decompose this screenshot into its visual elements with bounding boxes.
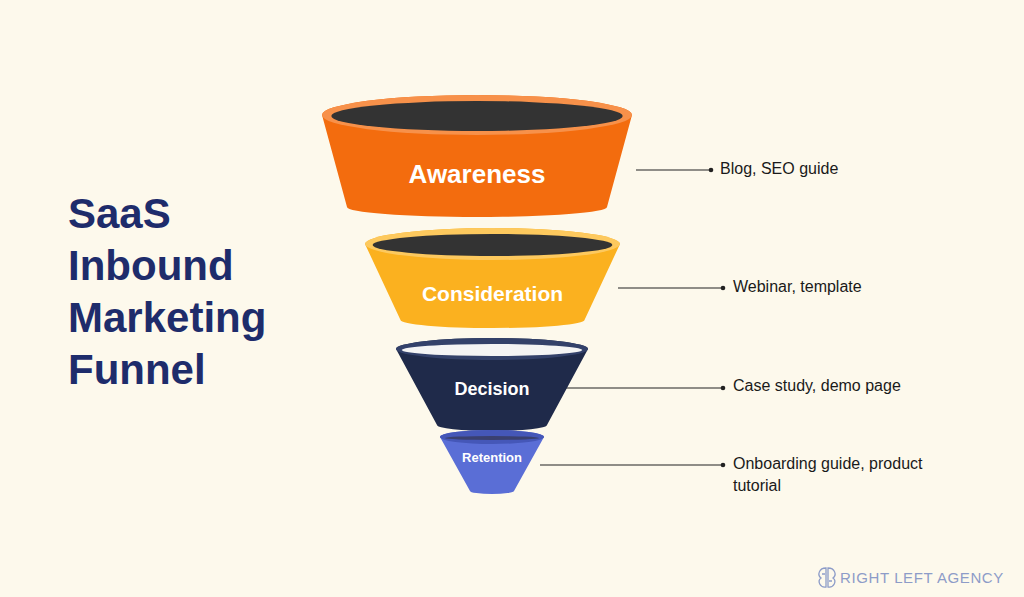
stage-label: Consideration xyxy=(365,281,620,306)
funnel-rim xyxy=(396,338,588,360)
leader-dot xyxy=(709,168,714,173)
funnel-stage: Awareness xyxy=(322,95,632,217)
funnel-body xyxy=(440,430,544,494)
funnel-opening xyxy=(402,344,582,356)
funnel-body xyxy=(365,228,620,328)
funnel-body xyxy=(322,95,632,217)
brain-icon xyxy=(819,568,835,587)
diagram-title: SaaS Inbound Marketing Funnel xyxy=(68,188,303,396)
funnel-stage: Retention xyxy=(440,430,544,494)
funnel-shape xyxy=(365,228,620,328)
funnel-rim xyxy=(365,228,620,260)
stage-label: Retention xyxy=(440,450,544,466)
funnel-body xyxy=(396,338,588,431)
leader-line xyxy=(618,287,722,288)
stage-label: Decision xyxy=(396,379,588,401)
funnel-opening xyxy=(445,436,539,440)
funnel-rim xyxy=(440,430,544,444)
callout-text: Onboarding guide, product tutorial xyxy=(733,453,973,497)
callout-text: Webinar, template xyxy=(733,276,953,298)
funnel-opening xyxy=(331,101,622,131)
funnel-opening xyxy=(373,234,613,256)
funnel-stage: Consideration xyxy=(365,228,620,328)
leader-line xyxy=(540,464,722,465)
leader-line xyxy=(560,387,722,388)
stage-label: Awareness xyxy=(322,159,632,190)
funnel-rim xyxy=(322,95,632,135)
leader-line xyxy=(636,169,710,170)
funnel-stage: Decision xyxy=(396,338,588,431)
leader-dot xyxy=(721,286,726,291)
leader-dot xyxy=(721,463,726,468)
callout-text: Case study, demo page xyxy=(733,375,973,397)
callout-text: Blog, SEO guide xyxy=(720,158,940,180)
watermark: RIGHT LEFT AGENCY xyxy=(840,567,1020,589)
funnel-shape xyxy=(322,95,632,217)
leader-dot xyxy=(721,386,726,391)
